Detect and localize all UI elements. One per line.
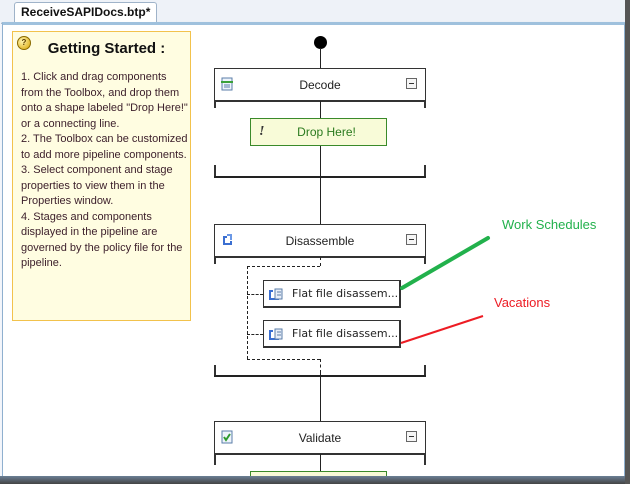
stage-bracket [214,365,216,377]
drop-here-label: Drop Here! [297,125,356,139]
dashed-connector [247,359,320,360]
drop-here-target[interactable]: ! Drop Here! [250,118,387,146]
flat-file-disassembler-icon [269,328,283,340]
collapse-minus-icon[interactable] [406,234,417,245]
collapse-minus-icon[interactable] [406,431,417,442]
flat-file-disassembler-component[interactable]: Flat file disassem... [263,280,401,308]
stage-label: Validate [298,431,342,445]
stage-label: Disassemble [285,234,355,248]
collapse-minus-icon[interactable] [406,78,417,89]
drop-here-target-partial[interactable] [250,471,387,477]
annotation-work-schedules: Work Schedules [502,217,597,232]
help-step: 3. Select component and stage properties… [21,164,173,207]
connector-line [320,146,321,214]
stage-bracket [424,100,426,108]
vacations-pointer [400,315,484,344]
flat-file-disassembler-component[interactable]: Flat file disassem... [263,320,401,348]
getting-started-title: Getting Started : [47,40,166,57]
connector-line [320,101,321,118]
dashed-connector [247,266,248,359]
pipeline-start-dot [314,36,327,49]
help-step: 2. The Toolbox can be customized to add … [21,133,188,161]
connector-line [320,373,321,421]
help-bubble-icon: ? [17,36,31,50]
stage-bracket [424,453,426,465]
stage-bracket [424,256,426,264]
annotation-vacations: Vacations [494,295,551,310]
disassemble-stage-icon [223,234,232,245]
flat-file-disassembler-icon [269,288,283,300]
document-tab-strip: ReceiveSAPIDocs.btp* [0,0,630,23]
exclamation-icon: ! [259,124,265,139]
work-schedules-pointer [400,236,490,290]
connector-line [320,48,321,68]
stage-bracket [424,165,426,177]
dashed-connector [247,334,263,335]
stage-label: Decode [299,78,341,92]
validate-stage-icon [221,430,233,444]
component-label: Flat file disassem... [292,287,399,300]
stage-bracket [214,100,216,108]
decode-stage-icon [221,77,233,91]
help-step: 4. Stages and components displayed in th… [21,210,183,270]
stage-bottom-bracket [214,176,426,178]
dashed-connector [320,257,321,266]
dashed-connector [247,266,320,267]
connector-line [320,454,321,472]
component-label: Flat file disassem... [292,327,399,340]
stage-bracket [214,165,216,177]
dashed-connector [247,294,263,295]
dashed-connector [320,359,321,373]
window-bottom-border [0,476,625,484]
stage-bracket [214,256,216,264]
window-edge [625,0,630,484]
document-tab[interactable]: ReceiveSAPIDocs.btp* [14,2,158,23]
getting-started-panel: ? Getting Started : 1. Click and drag co… [12,31,191,321]
stage-bracket [424,365,426,377]
connector-line [320,214,321,224]
help-step: 1. Click and drag components from the To… [21,71,188,130]
stage-bracket [214,453,216,465]
getting-started-steps: 1. Click and drag components from the To… [21,70,189,272]
